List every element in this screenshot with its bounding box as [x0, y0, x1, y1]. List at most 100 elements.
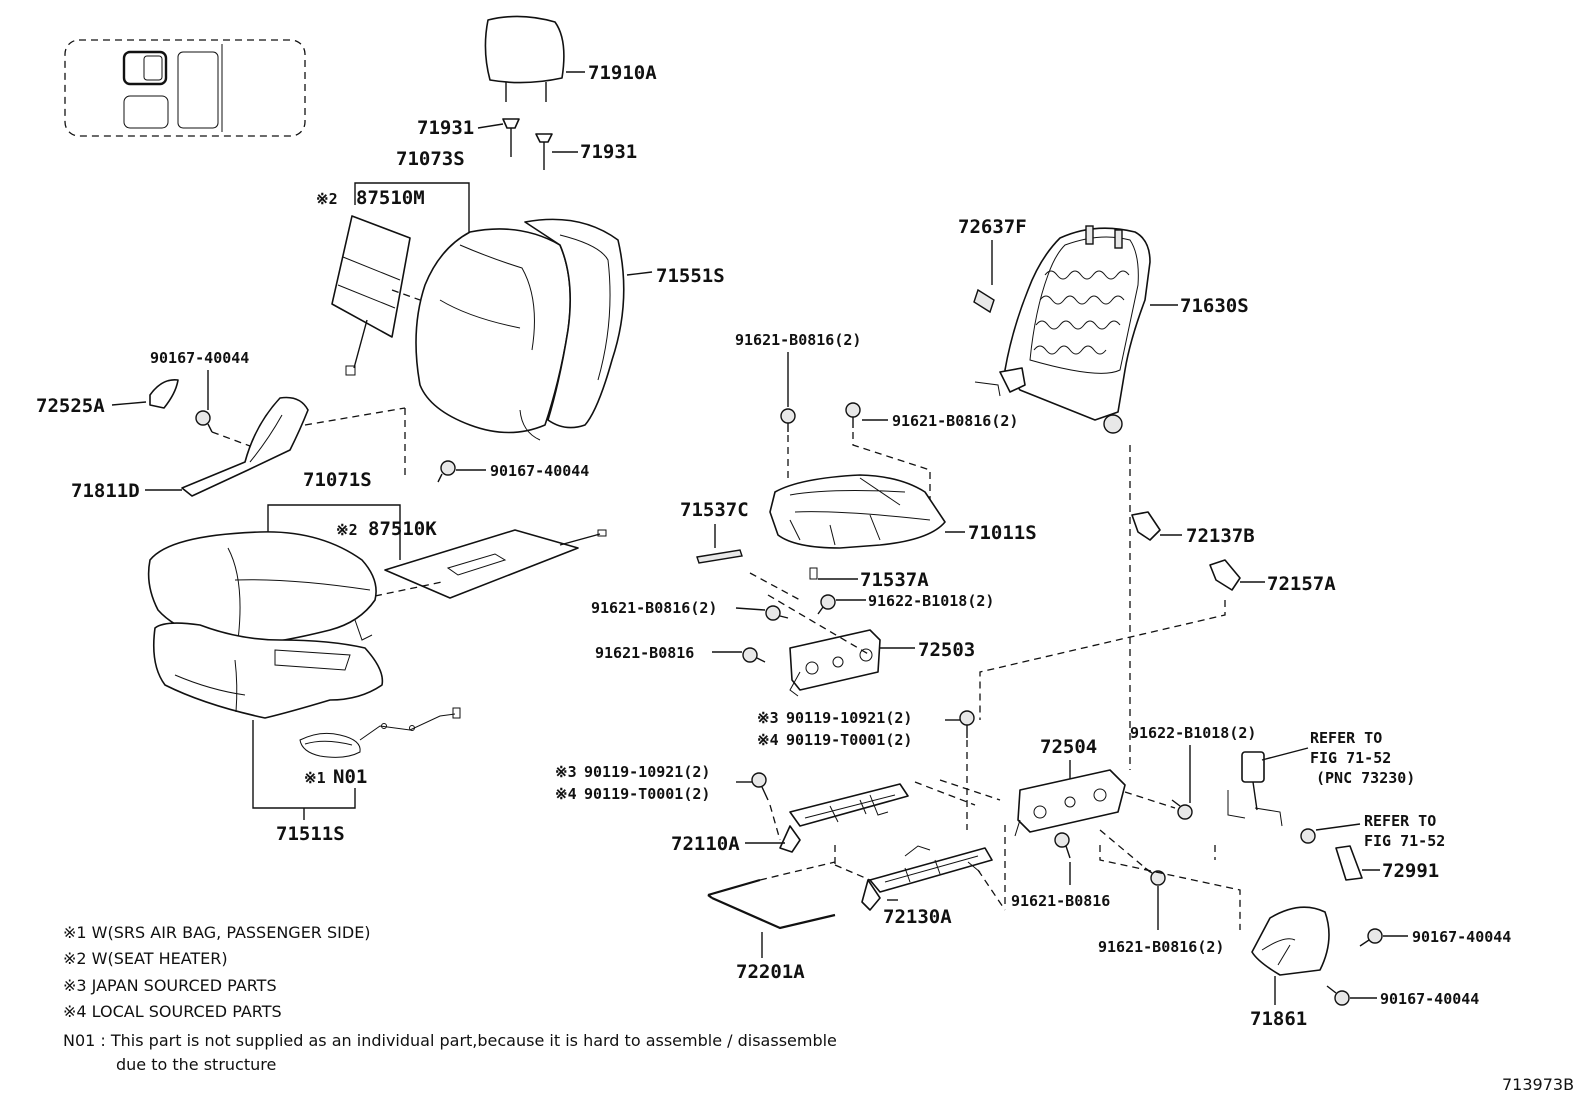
side-cover-71861-part	[1251, 906, 1330, 976]
headrest-guide-part	[477, 118, 578, 170]
recliner-72504-part	[1014, 769, 1126, 837]
label-refer-to-2-line1: REFER TO	[1364, 812, 1436, 830]
label-90119-T0001-b-mark: ※4	[555, 785, 577, 803]
pin-72637F-part	[973, 288, 995, 314]
seat-rail-72130A-part	[861, 845, 993, 911]
cushion-cover-part	[147, 531, 377, 646]
label-91621-B0816-2-lower-right: 91621-B0816(2)	[1098, 938, 1224, 956]
footnote-n01-line1: N01 : This part is not supplied as an in…	[63, 1031, 837, 1050]
bracket-71511S	[252, 720, 356, 809]
label-91621-B0816-left: 91621-B0816	[595, 644, 694, 662]
pad-71537A-part	[809, 567, 818, 580]
label-91621-B0816-2-upper-left: 91621-B0816(2)	[735, 331, 861, 349]
label-91621-B0816-2-left: 91621-B0816(2)	[591, 599, 717, 617]
seatback-pad-part	[524, 218, 625, 429]
label-71511S: 71511S	[276, 823, 345, 845]
bolt-91622-right	[1171, 799, 1193, 820]
label-71910A: 71910A	[588, 62, 657, 84]
label-71073S: 71073S	[396, 148, 465, 170]
label-72637F: 72637F	[958, 216, 1027, 238]
label-91621-B0816-middle: 91621-B0816	[1011, 892, 1110, 910]
label-72157A: 72157A	[1267, 573, 1336, 595]
label-87510K: 87510K	[368, 518, 437, 540]
cover-72525A-part	[149, 378, 179, 409]
label-72201A: 72201A	[736, 961, 805, 983]
label-90119-10921-2-middle: 90119-10921(2)	[786, 709, 912, 727]
footnote-n01-line2: due to the structure	[116, 1055, 276, 1074]
label-72503: 72503	[918, 639, 975, 661]
seatback-heater-part	[331, 215, 421, 376]
label-90167-40044-middle: 90167-40044	[490, 462, 589, 480]
label-71551S: 71551S	[656, 265, 725, 287]
label-87510M-mark: ※2	[316, 190, 338, 208]
bolt-91621-left-single	[742, 647, 766, 663]
footnote-1: ※1 W(SRS AIR BAG, PASSENGER SIDE)	[63, 923, 371, 942]
label-71811D: 71811D	[71, 480, 140, 502]
cover-72157A-part	[1209, 559, 1241, 591]
bracket-71071S	[267, 504, 401, 560]
label-90167-40044-lower-right-a: 90167-40044	[1412, 928, 1511, 946]
label-refer-to-2-line2: FIG 71-52	[1364, 832, 1445, 850]
label-90119-10921-a-mark: ※3	[757, 709, 779, 727]
bolt-90119-middle	[959, 710, 975, 738]
label-71537C: 71537C	[680, 499, 749, 521]
screw-90167-middle	[437, 460, 456, 483]
label-90119-T0001-a-mark: ※4	[757, 731, 779, 749]
cushion-pad-part	[152, 622, 384, 719]
label-71630S: 71630S	[1180, 295, 1249, 317]
label-N01-mark: ※1	[304, 769, 326, 787]
cushion-heater-part	[384, 529, 607, 599]
wire-72201A-part	[707, 878, 836, 930]
label-71011S: 71011S	[968, 522, 1037, 544]
seatback-frame-part	[974, 225, 1151, 434]
label-90167-40044-upper-left: 90167-40044	[150, 349, 249, 367]
label-72991: 72991	[1382, 860, 1439, 882]
label-72137B: 72137B	[1186, 525, 1255, 547]
label-90167-40044-lower-right-b: 90167-40044	[1380, 990, 1479, 1008]
screw-90167-left	[195, 410, 213, 433]
bolt-91621-left	[765, 605, 789, 621]
seat-location-key	[64, 39, 306, 137]
bolt-91621-middle	[1054, 832, 1071, 859]
label-90119-T0001-2-middle: 90119-T0001(2)	[786, 731, 912, 749]
label-87510K-mark: ※2	[336, 521, 358, 539]
cover-72137B-part	[1131, 511, 1161, 541]
label-N01: N01	[333, 766, 367, 788]
label-87510M: 87510M	[356, 187, 425, 209]
n01-sensor-part	[299, 707, 461, 758]
label-91622-B1018-2-right: 91622-B1018(2)	[1130, 724, 1256, 742]
seat-frame-71011S-part	[769, 474, 946, 549]
label-90119-T0001-2-left: 90119-T0001(2)	[584, 785, 710, 803]
footnote-4: ※4 LOCAL SOURCED PARTS	[63, 1002, 282, 1021]
label-71861: 71861	[1250, 1008, 1307, 1030]
recliner-72503-part	[789, 629, 881, 697]
screw-90167-lower-right-b	[1326, 985, 1350, 1006]
cover-72991-part	[1335, 845, 1363, 881]
label-90119-10921-2-left: 90119-10921(2)	[584, 763, 710, 781]
label-72130A: 72130A	[883, 906, 952, 928]
label-91621-B0816-2-upper-right: 91621-B0816(2)	[892, 412, 1018, 430]
side-cover-71811D-part	[181, 396, 309, 497]
footnote-2: ※2 W(SEAT HEATER)	[63, 949, 228, 968]
bolt-91621-upper-right	[845, 402, 861, 428]
pad-71537C-part	[696, 549, 743, 564]
footnote-3: ※3 JAPAN SOURCED PARTS	[63, 976, 277, 995]
headrest-part	[484, 15, 585, 102]
seat-rail-72110A-part	[779, 783, 909, 853]
label-71931-right: 71931	[580, 141, 637, 163]
label-90119-10921-b-mark: ※3	[555, 763, 577, 781]
label-71071S: 71071S	[303, 469, 372, 491]
bracket-71073S	[354, 182, 470, 238]
belt-buckle-part	[1241, 751, 1283, 827]
nut-ref-part	[1300, 828, 1316, 844]
bolt-91622-upper	[817, 594, 836, 615]
label-refer-to-1-line2: FIG 71-52	[1310, 749, 1391, 767]
screw-90167-lower-right-a	[1359, 928, 1383, 947]
bolt-91621-upper-left	[780, 408, 796, 432]
label-72525A: 72525A	[36, 395, 105, 417]
seatback-cover-part	[415, 228, 572, 441]
bolt-90119-left	[751, 772, 769, 801]
label-71537A: 71537A	[860, 569, 929, 591]
label-91622-B1018-2-upper: 91622-B1018(2)	[868, 592, 994, 610]
